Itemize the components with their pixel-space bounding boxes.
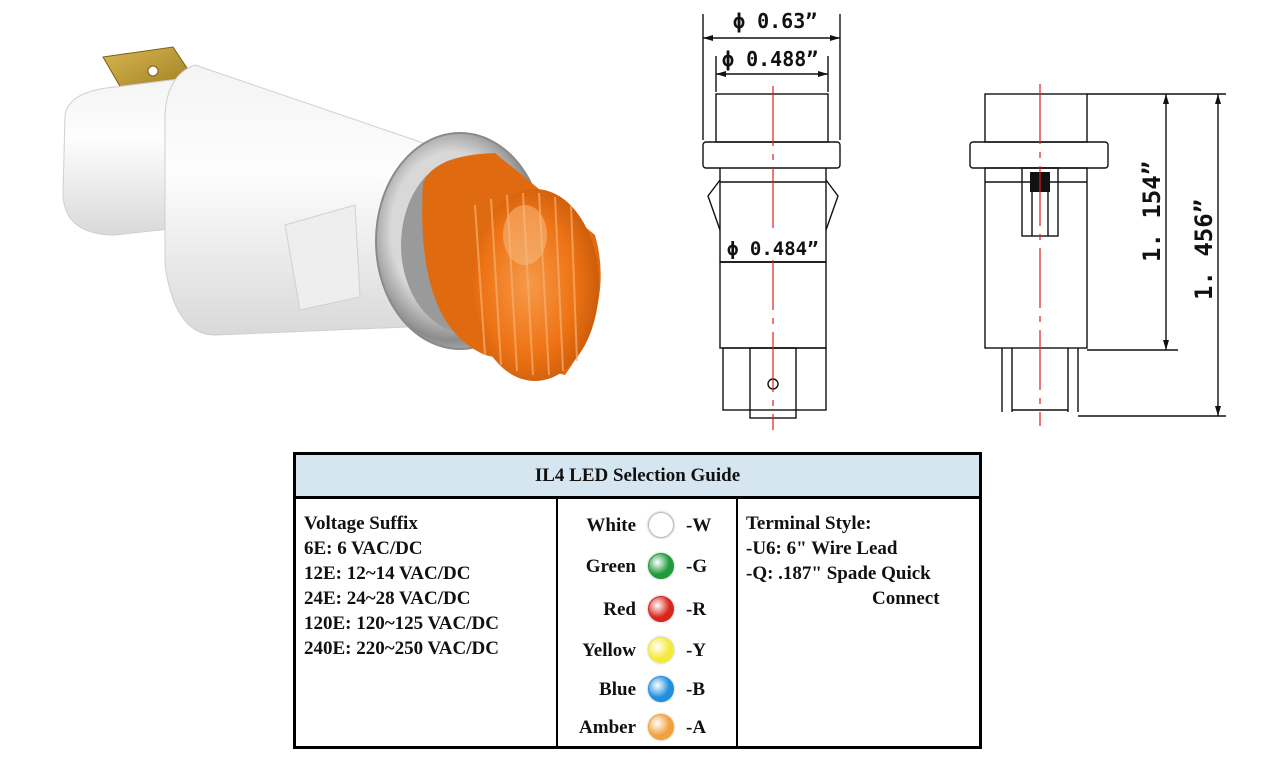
color-name: Red: [603, 599, 636, 620]
voltage-item: 120E: 120~125 VAC/DC: [304, 613, 499, 634]
terminal-column: Terminal Style: -U6: 6" Wire Lead -Q: .1…: [738, 499, 979, 746]
voltage-item: 6E: 6 VAC/DC: [304, 538, 423, 559]
color-row-blue: Blue -B: [558, 669, 738, 709]
color-row-red: Red -R: [558, 589, 738, 629]
color-name: Green: [585, 556, 636, 577]
red-led-icon: [648, 596, 674, 622]
dim-body-diameter: ϕ 0.484”: [727, 238, 819, 260]
color-name: Yellow: [582, 640, 636, 661]
color-suffix: -B: [686, 679, 705, 700]
dim-body-height: 1. 154”: [1138, 161, 1166, 262]
green-led-icon: [648, 553, 674, 579]
white-led-icon: [648, 512, 674, 538]
color-row-yellow: Yellow -Y: [558, 630, 738, 670]
terminal-heading: Terminal Style:: [746, 513, 872, 534]
color-suffix: -A: [686, 717, 707, 738]
color-suffix: -G: [686, 556, 708, 577]
voltage-item: 12E: 12~14 VAC/DC: [304, 563, 471, 584]
side-view: [969, 93, 1226, 417]
dim-cap-diameter: ϕ 0.488”: [722, 47, 818, 71]
color-name: Blue: [599, 679, 636, 700]
indicator-light-photo: [62, 46, 601, 381]
blue-led-icon: [648, 676, 674, 702]
color-row-green: Green -G: [558, 546, 738, 586]
color-row-white: White -W: [558, 505, 738, 545]
voltage-item: 240E: 220~250 VAC/DC: [304, 638, 499, 659]
selection-guide-table: IL4 LED Selection Guide Voltage Suffix 6…: [293, 452, 982, 749]
wrap-tape: [284, 204, 361, 311]
yellow-led-icon: [648, 637, 674, 663]
color-suffix: -Y: [686, 640, 707, 661]
voltage-column: Voltage Suffix 6E: 6 VAC/DC 12E: 12~14 V…: [296, 499, 558, 746]
amber-led-icon: [648, 714, 674, 740]
color-column: White -W Green -G Red -R Yellow -Y Blue …: [558, 499, 738, 746]
color-suffix: -W: [686, 515, 712, 536]
color-row-amber: Amber -A: [558, 707, 738, 747]
dimension-drawings: ϕ 0.63” ϕ 0.488” ϕ 0.484” 1. 154” 1. 456…: [702, 9, 1226, 430]
guide-title: IL4 LED Selection Guide: [296, 455, 979, 499]
dim-total-height: 1. 456”: [1190, 199, 1218, 300]
color-suffix: -R: [686, 599, 707, 620]
terminal-option-continued: Connect: [872, 588, 940, 609]
voltage-heading: Voltage Suffix: [304, 513, 418, 534]
amber-lens: [422, 153, 601, 381]
color-name: White: [586, 515, 636, 536]
dim-outer-diameter: ϕ 0.63”: [733, 9, 817, 33]
terminal-option: -U6: 6" Wire Lead: [746, 538, 898, 559]
voltage-item: 24E: 24~28 VAC/DC: [304, 588, 471, 609]
color-name: Amber: [579, 717, 636, 738]
terminal-option: -Q: .187" Spade Quick: [746, 563, 931, 584]
